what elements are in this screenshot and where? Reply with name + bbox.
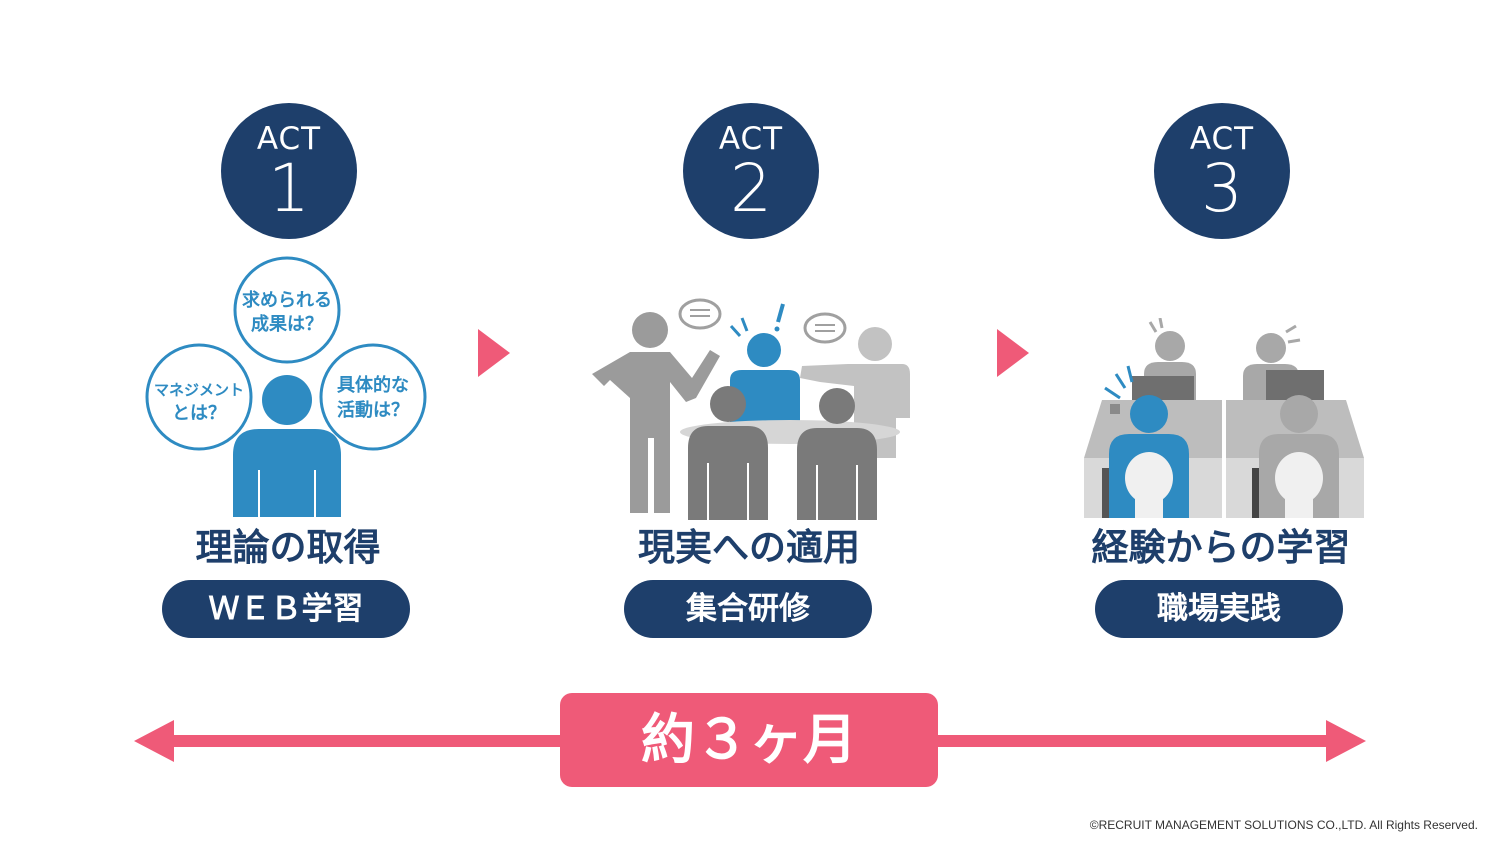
act-3-number: 3 [1201, 150, 1243, 227]
step-arrow-1-icon [478, 329, 510, 377]
duration-label: 約３ヶ月 [560, 693, 938, 787]
workplace-practice-illustration [1084, 318, 1364, 518]
act-1-number: 1 [268, 150, 310, 227]
act-2-method-pill: 集合研修 [624, 580, 872, 638]
act-2-number: 2 [730, 150, 772, 227]
bubble-top-line2: 成果は？ [251, 313, 323, 335]
bubble-top-line1: 求められる [242, 289, 332, 311]
web-learning-illustration: 求められる 成果は？ マネジメント とは？ 具体的な 活動は？ [145, 256, 427, 517]
act-3-badge: ACT 3 [1154, 103, 1290, 239]
act-1-method-pill: ＷＥＢ学習 [162, 580, 410, 638]
act-1-label: ACT [256, 121, 322, 157]
act-3-method-pill: 職場実践 [1095, 580, 1343, 638]
act-3-label: ACT [1189, 121, 1255, 157]
copyright-text: ©RECRUIT MANAGEMENT SOLUTIONS CO.,LTD. A… [1089, 818, 1478, 832]
bubble-right-line1: 具体的な [337, 374, 409, 396]
step-arrow-2-icon [997, 329, 1029, 377]
act-2-label: ACT [718, 121, 784, 157]
act-1-badge: ACT 1 [221, 103, 357, 239]
bubble-left-line2: とは？ [172, 403, 226, 424]
bubble-left-line1: マネジメント [154, 381, 244, 399]
act-2-badge: ACT 2 [683, 103, 819, 239]
act-3-title: 経験からの学習 [1091, 526, 1351, 569]
group-training-illustration [592, 298, 910, 520]
act-2-title: 現実への適用 [638, 526, 860, 569]
act-1-title: 理論の取得 [195, 526, 381, 569]
bubble-right-line2: 活動は？ [337, 399, 409, 421]
